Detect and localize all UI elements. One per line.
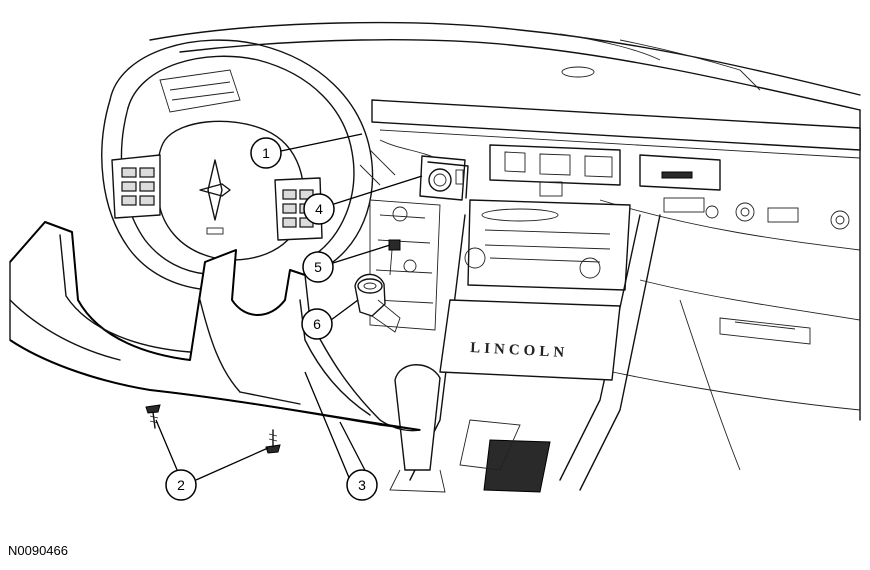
screw-right xyxy=(265,429,281,454)
svg-text:1: 1 xyxy=(262,145,270,161)
callout-6: 6 xyxy=(301,308,333,340)
brand-label: LINCOLN xyxy=(470,340,569,361)
callout-5: 5 xyxy=(302,251,334,283)
steering-wheel xyxy=(101,39,374,291)
callout-4: 4 xyxy=(303,193,335,225)
svg-text:6: 6 xyxy=(313,316,321,332)
svg-text:5: 5 xyxy=(314,259,322,275)
electrical-connector xyxy=(388,239,401,276)
figure-id-label: N0090466 xyxy=(8,543,68,558)
ignition-transceiver xyxy=(354,273,401,333)
steering-column-shroud xyxy=(9,221,421,432)
callout-2: 2 xyxy=(165,469,197,501)
leader-lines xyxy=(155,133,423,485)
svg-text:4: 4 xyxy=(315,201,323,217)
ignition-switch-bezel xyxy=(419,155,469,201)
instrument-panel xyxy=(359,99,861,493)
callout-1: 1 xyxy=(250,137,282,169)
svg-text:2: 2 xyxy=(177,477,185,493)
callout-3: 3 xyxy=(346,469,378,501)
svg-text:3: 3 xyxy=(358,477,366,493)
